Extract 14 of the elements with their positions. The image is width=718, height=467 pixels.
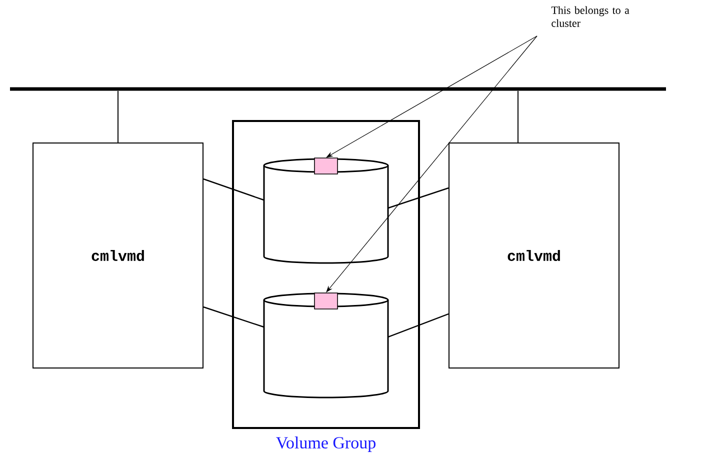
server-box: cmlvmd [32, 142, 204, 368]
connector-line [388, 313, 449, 338]
disk-cylinder [263, 292, 389, 398]
connector-line [203, 178, 264, 201]
note-text: This belongs to a cluster [551, 6, 630, 27]
node-label: Volume Group [276, 436, 376, 452]
volume-group-box: Volume Group [232, 120, 420, 452]
server-box: cmlvmd [448, 142, 620, 368]
connector-line [388, 187, 449, 209]
disk-cylinder [263, 158, 389, 264]
connector-line [203, 306, 264, 328]
network-bus [10, 87, 666, 91]
marker-square [314, 158, 338, 174]
marker-square [314, 292, 338, 310]
